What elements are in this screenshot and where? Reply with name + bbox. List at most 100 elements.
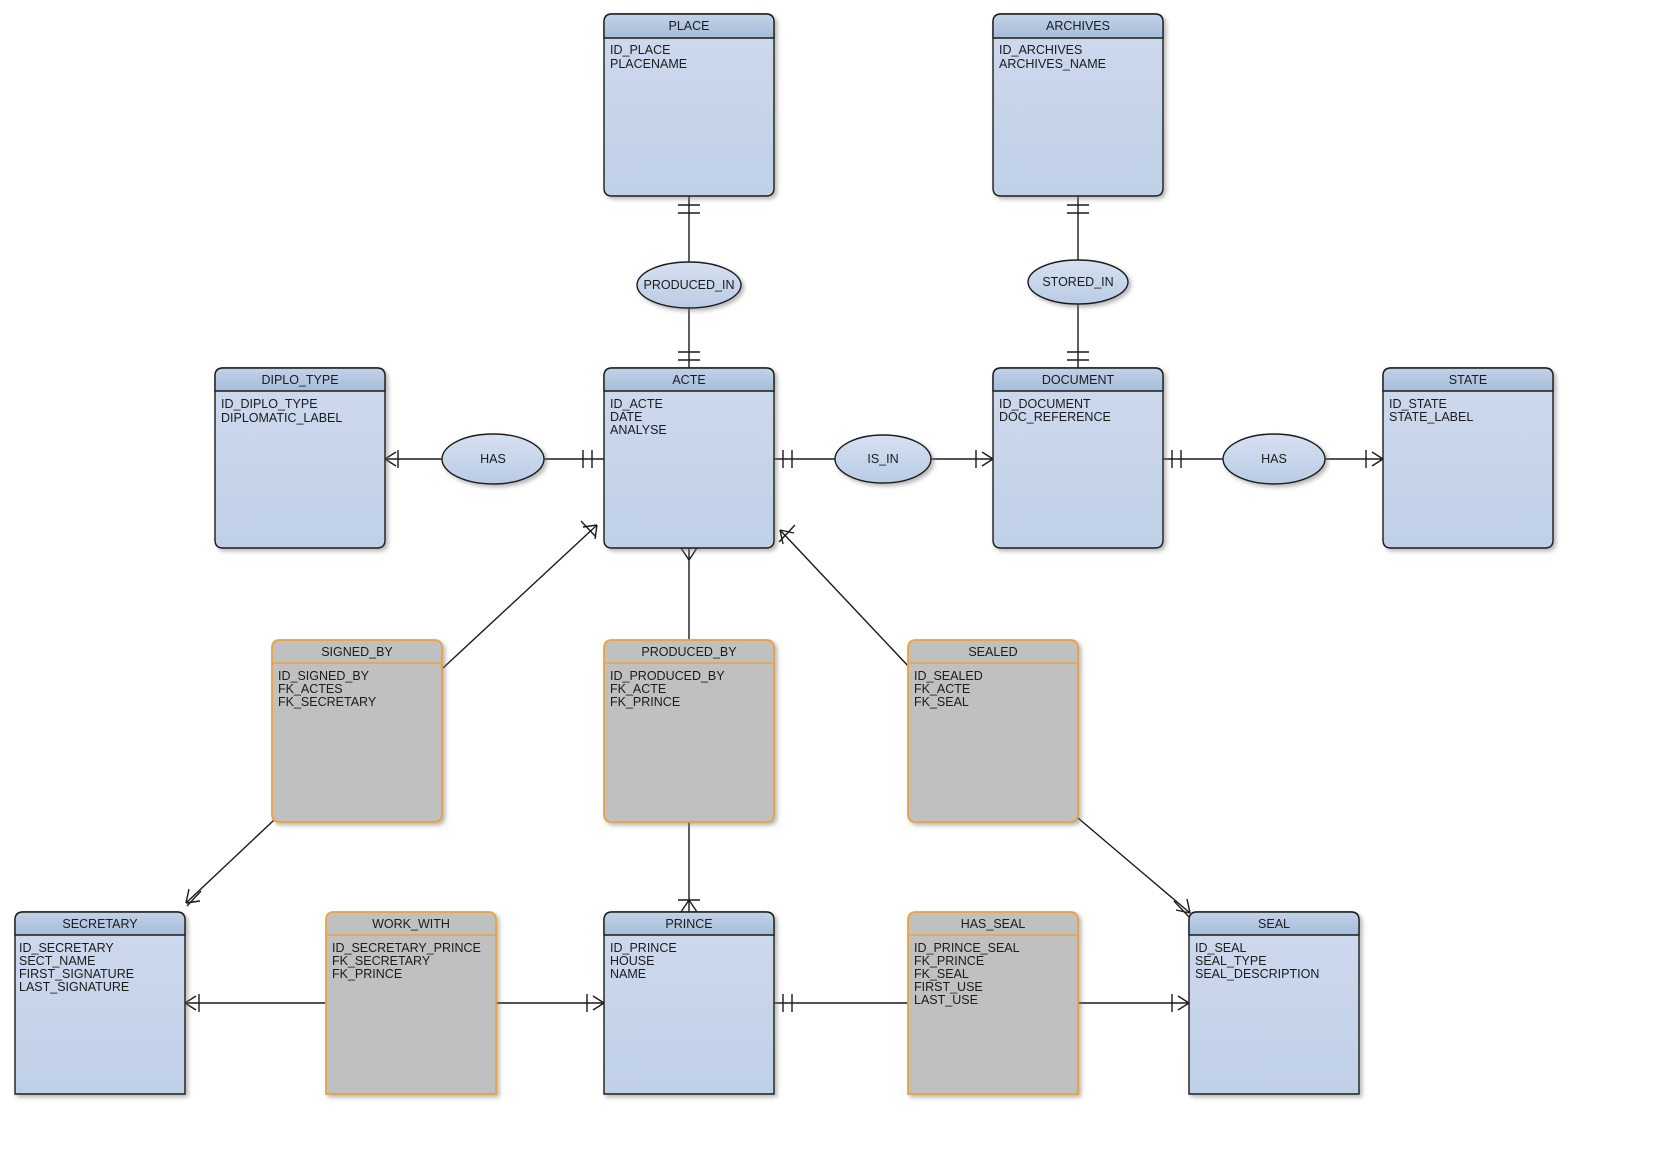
entity-attribute: FK_SECRETARY [278,695,377,709]
entity-attribute: STATE_LABEL [1389,410,1473,424]
relationship-label: IS_IN [867,452,898,466]
entity-attribute: ARCHIVES_NAME [999,57,1106,71]
entity-attribute: DATE [610,410,642,424]
entity-title: PLACE [669,19,710,33]
entity-attribute: SEAL_DESCRIPTION [1195,967,1319,981]
entity-attribute: DOC_REFERENCE [999,410,1111,424]
entity-title: STATE [1449,373,1487,387]
entity-attribute: ID_PRINCE [610,941,677,955]
entity-attribute: FIRST_USE [914,980,983,994]
connector-acte-produced_by [678,547,700,640]
entity-attribute: ID_SECRETARY [19,941,114,955]
entity-acte[interactable]: ACTE ID_ACTE DATE ANALYSE [603,367,775,549]
entity-attribute: ID_DIPLO_TYPE [221,397,318,411]
entity-signed_by[interactable]: SIGNED_BY ID_SIGNED_BY FK_ACTES FK_SECRE… [271,639,443,823]
entity-title: ARCHIVES [1046,19,1110,33]
entity-attribute: FK_PRINCE [914,954,984,968]
entity-attribute: ID_DOCUMENT [999,397,1091,411]
connector-is_in-document [931,450,994,468]
entity-attribute: FK_PRINCE [332,967,402,981]
entity-attribute: ANALYSE [610,423,667,437]
entity-attribute: LAST_SIGNATURE [19,980,129,994]
entity-has_seal[interactable]: HAS_SEAL ID_PRINCE_SEAL FK_PRINCE FK_SEA… [907,911,1079,1095]
entity-attribute: NAME [610,967,646,981]
entity-attribute: ID_STATE [1389,397,1447,411]
connector-acte-signed_by [442,520,598,669]
connector-signed_by-secretary [185,819,275,907]
entity-attribute: FK_ACTE [610,682,666,696]
connector-acte-is_in [774,450,835,468]
relationship-stored_in[interactable]: STORED_IN [1027,259,1129,305]
entity-sealed[interactable]: SEALED ID_SEALED FK_ACTE FK_SEAL [907,639,1079,823]
entity-attribute: ID_SIGNED_BY [278,669,370,683]
connector-produced_in-acte [678,308,700,368]
connector-acte-sealed [778,524,911,669]
entity-document[interactable]: DOCUMENT ID_DOCUMENT DOC_REFERENCE [992,367,1164,549]
entity-attribute: ID_SEAL [1195,941,1246,955]
connector-archives-stored_in [1067,196,1089,260]
connector-prince-has_seal [774,994,908,1012]
entity-title: SEAL [1258,917,1290,931]
entity-attribute: PLACENAME [610,57,687,71]
entity-title: WORK_WITH [372,917,450,931]
entity-attribute: ID_PRODUCED_BY [610,669,725,683]
entity-attribute: ID_PRINCE_SEAL [914,941,1020,955]
connector-stored_in-document [1067,304,1089,368]
entity-place[interactable]: PLACE ID_PLACE PLACENAME [603,13,775,197]
relationship-label: PRODUCED_IN [644,278,735,292]
relationship-label: HAS [1261,452,1287,466]
entity-archives[interactable]: ARCHIVES ID_ARCHIVES ARCHIVES_NAME [992,13,1164,197]
relationship-is_in[interactable]: IS_IN [834,434,932,484]
entity-title: SEALED [968,645,1017,659]
entity-work_with[interactable]: WORK_WITH ID_SECRETARY_PRINCE FK_SECRETA… [325,911,497,1095]
entity-attribute: SECT_NAME [19,954,95,968]
entity-attribute: DIPLOMATIC_LABEL [221,411,342,425]
entity-title: ACTE [672,373,705,387]
connector-document-has [1163,450,1223,468]
entity-attribute: ID_SECRETARY_PRINCE [332,941,481,955]
entity-diplo_type[interactable]: DIPLO_TYPE ID_DIPLO_TYPE DIPLOMATIC_LABE… [214,367,386,549]
entity-title: HAS_SEAL [961,917,1026,931]
entity-attribute: SEAL_TYPE [1195,954,1267,968]
relationship-has-state[interactable]: HAS [1222,433,1326,485]
connector-layer [184,196,1384,1012]
entity-prince[interactable]: PRINCE ID_PRINCE HOUSE NAME [603,911,775,1095]
entity-title: DOCUMENT [1042,373,1115,387]
entity-seal[interactable]: SEAL ID_SEAL SEAL_TYPE SEAL_DESCRIPTION [1188,911,1360,1095]
entity-attribute: FK_PRINCE [610,695,680,709]
relationship-label: HAS [480,452,506,466]
entity-title: PRODUCED_BY [641,645,737,659]
entity-attribute: FK_SECRETARY [332,954,431,968]
entity-attribute: ID_ACTE [610,397,663,411]
entity-title: SIGNED_BY [321,645,393,659]
entity-attribute: ID_ARCHIVES [999,43,1082,57]
entity-title: PRINCE [665,917,712,931]
entity-attribute: FK_ACTE [914,682,970,696]
entity-title: DIPLO_TYPE [261,373,338,387]
entity-attribute: ID_PLACE [610,43,670,57]
connector-has-acte [544,450,604,468]
connector-has_seal-seal [1078,994,1190,1012]
connector-has-state [1325,450,1384,468]
connector-place-produced_in [678,196,700,262]
entity-title: SECRETARY [62,917,138,931]
connector-secretary-work_with [184,994,326,1012]
entity-attribute: HOUSE [610,954,654,968]
entity-attribute: FK_SEAL [914,967,969,981]
connector-sealed-seal [1077,817,1191,918]
entity-attribute: ID_SEALED [914,669,983,683]
relationship-has-diplo[interactable]: HAS [441,433,545,485]
entity-produced_by[interactable]: PRODUCED_BY ID_PRODUCED_BY FK_ACTE FK_PR… [603,639,775,823]
entity-attribute: FIRST_SIGNATURE [19,967,134,981]
relationship-label: STORED_IN [1042,275,1113,289]
entity-secretary[interactable]: SECRETARY ID_SECRETARY SECT_NAME FIRST_S… [14,911,186,1095]
entity-attribute: FK_SEAL [914,695,969,709]
entity-attribute: LAST_USE [914,993,978,1007]
connector-diplo_type-has [384,450,442,468]
relationship-produced_in[interactable]: PRODUCED_IN [636,261,742,309]
entity-state[interactable]: STATE ID_STATE STATE_LABEL [1382,367,1554,549]
connector-produced_by-prince [678,822,700,913]
entity-attribute: FK_ACTES [278,682,343,696]
